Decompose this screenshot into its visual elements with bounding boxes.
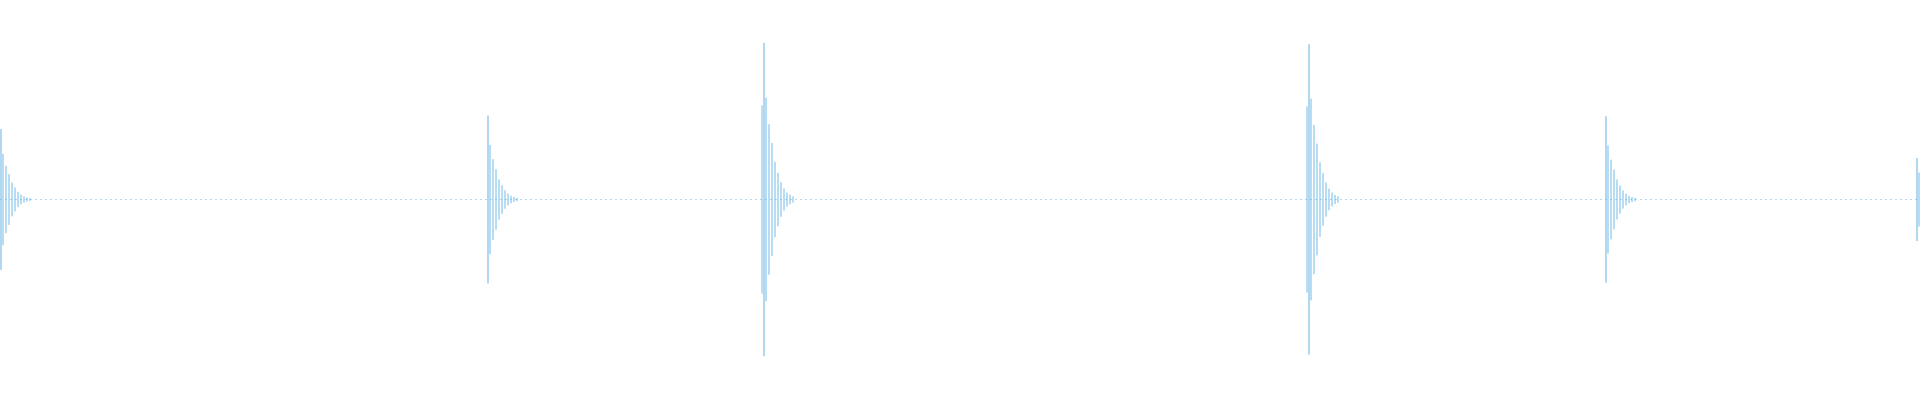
- waveform-peaks: [0, 42, 1920, 357]
